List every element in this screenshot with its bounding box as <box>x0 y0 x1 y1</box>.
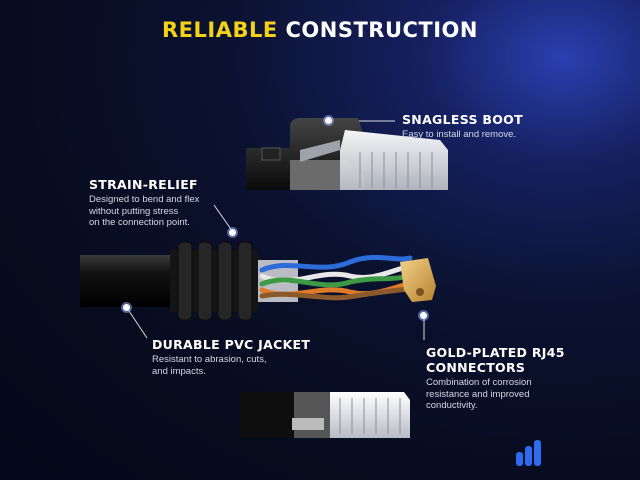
label-pvc-desc: Resistant to abrasion, cuts, and impacts… <box>152 354 332 377</box>
snagless-boot-connector <box>246 118 448 190</box>
label-gold-head-line: CONNECTORS <box>426 360 526 375</box>
label-gold-plated: GOLD-PLATED RJ45 CONNECTORS Combination … <box>426 345 606 412</box>
indicator-dot-pvc <box>123 304 130 311</box>
label-gold-desc: Combination of corrosion resistance and … <box>426 377 606 412</box>
rj45-connector-bottom <box>240 392 410 438</box>
label-pvc-desc-line: Resistant to abrasion, cuts, <box>152 354 267 365</box>
label-strain-desc: Designed to bend and flex without puttin… <box>89 194 239 229</box>
label-gold-desc-line: resistance and improved <box>426 388 530 400</box>
label-gold-head-line: GOLD-PLATED RJ45 <box>426 345 565 360</box>
indicator-dot-strain <box>229 229 236 236</box>
cable-cross-section <box>80 241 436 321</box>
label-gold-head: GOLD-PLATED RJ45 CONNECTORS <box>426 345 606 375</box>
label-snagless-boot: SNAGLESS BOOT Easy to install and remove… <box>402 112 602 141</box>
label-gold-desc-line: Combination of corrosion <box>426 377 532 388</box>
label-snagless-head: SNAGLESS BOOT <box>402 112 523 127</box>
indicator-dot-gold <box>420 312 427 319</box>
label-snagless-desc-line: Easy to install and remove. <box>402 129 517 140</box>
label-strain-desc-line: Designed to bend and flex <box>89 194 200 205</box>
label-strain-desc-line: on the connection point. <box>89 217 190 228</box>
label-strain-head: STRAIN-RELIEF <box>89 177 198 192</box>
title-rest: CONSTRUCTION <box>285 18 478 42</box>
page-title: RELIABLE CONSTRUCTION <box>0 18 640 42</box>
label-snagless-desc: Easy to install and remove. <box>402 129 602 141</box>
label-pvc-head: DURABLE PVC JACKET <box>152 337 311 352</box>
label-strain-relief: STRAIN-RELIEF Designed to bend and flex … <box>89 177 239 229</box>
label-pvc-jacket: DURABLE PVC JACKET Resistant to abrasion… <box>152 337 332 377</box>
label-pvc-desc-line: and impacts. <box>152 365 206 377</box>
brand-logo-icon <box>516 440 541 466</box>
title-accent: RELIABLE <box>161 18 278 42</box>
indicator-dot-snagless <box>325 117 332 124</box>
label-strain-desc-line: without putting stress <box>89 205 179 217</box>
label-gold-desc-line: conductivity. <box>426 400 478 411</box>
